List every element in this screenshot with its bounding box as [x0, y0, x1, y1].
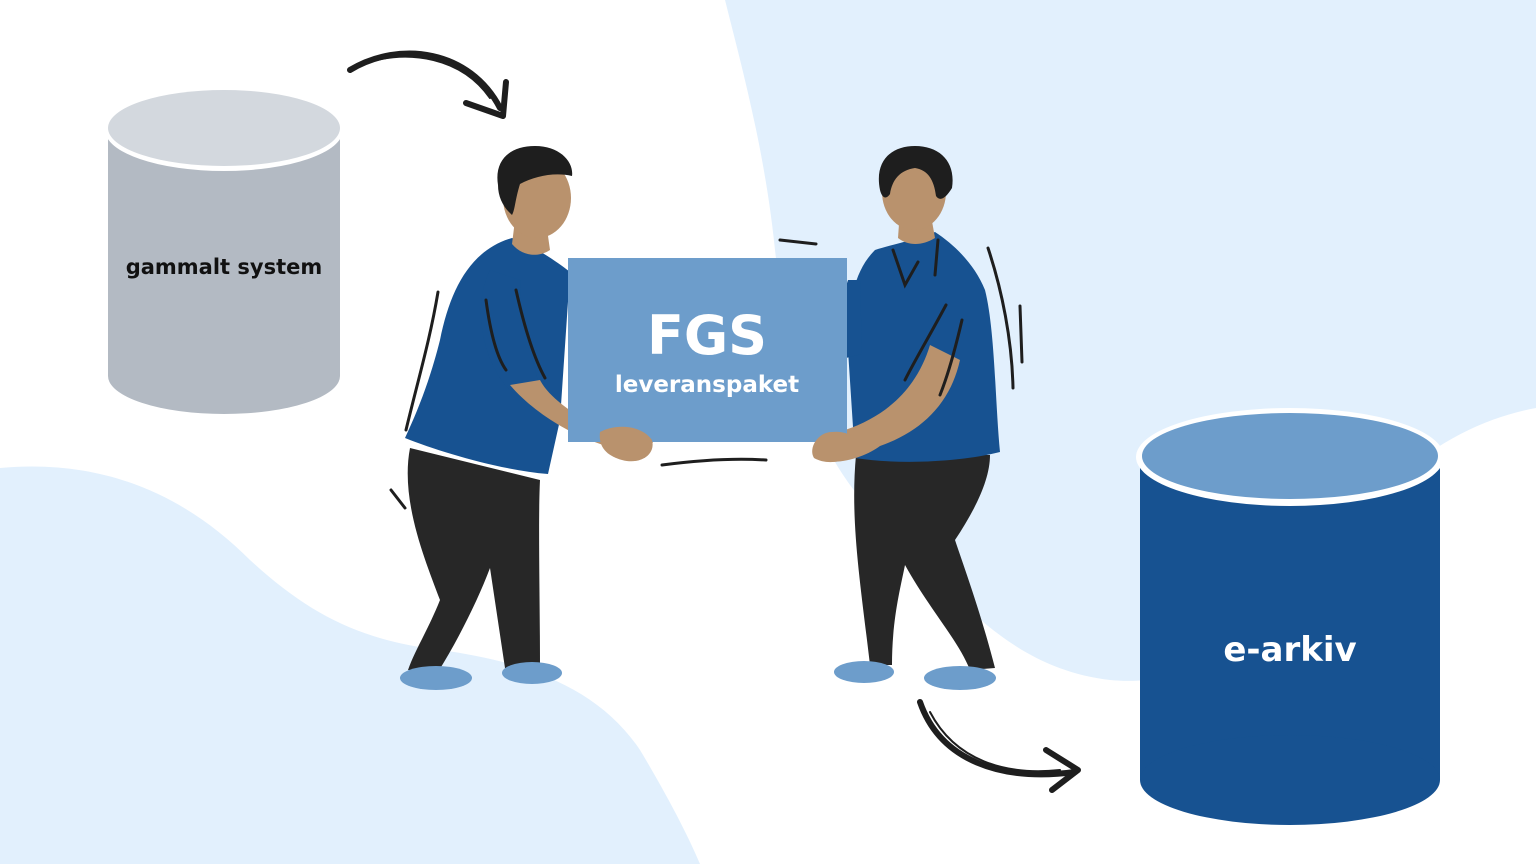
archive-cylinder: e-arkiv — [1136, 408, 1444, 825]
right-person-forearm — [815, 345, 960, 462]
right-person-shoe-right — [924, 666, 996, 690]
left-person-shirt-fold — [484, 288, 547, 380]
archive-label: e-arkiv — [1223, 630, 1356, 670]
archive-cylinder-body — [1140, 458, 1440, 780]
legacy-system-cylinder: gammalt system — [105, 89, 343, 414]
curved-arrow-right-icon — [347, 50, 509, 119]
archive-cylinder-top — [1142, 413, 1438, 499]
right-person-shirt-fold — [903, 303, 964, 397]
left-person-arm — [480, 270, 545, 405]
left-person-legs — [407, 448, 540, 672]
legacy-cylinder-top — [108, 90, 340, 166]
right-person-hair — [878, 146, 953, 199]
curved-arrow-right-icon — [917, 699, 1081, 793]
archive-cylinder-bottom — [1140, 735, 1440, 825]
left-person-hand — [599, 426, 653, 462]
package-title: FGS — [647, 304, 767, 367]
right-person-hand — [812, 431, 859, 463]
left-person-shirt — [405, 238, 570, 474]
right-person-legs — [854, 455, 995, 670]
blob-bottom-left — [0, 466, 700, 864]
left-person-hair — [497, 146, 573, 215]
package-box — [568, 258, 847, 442]
left-person-shoe-left — [400, 666, 472, 690]
right-person-collar — [891, 238, 940, 289]
person-left — [400, 146, 654, 690]
legacy-system-label: gammalt system — [126, 255, 323, 279]
delivery-package: FGS leveranspaket — [568, 258, 847, 442]
legacy-cylinder-bottom — [108, 338, 340, 414]
hands — [599, 426, 859, 463]
left-person-shoe-right — [502, 662, 562, 684]
package-subtitle: leveranspaket — [615, 372, 799, 398]
motion-lines — [389, 238, 1024, 510]
right-person-shoe-left — [834, 661, 894, 683]
